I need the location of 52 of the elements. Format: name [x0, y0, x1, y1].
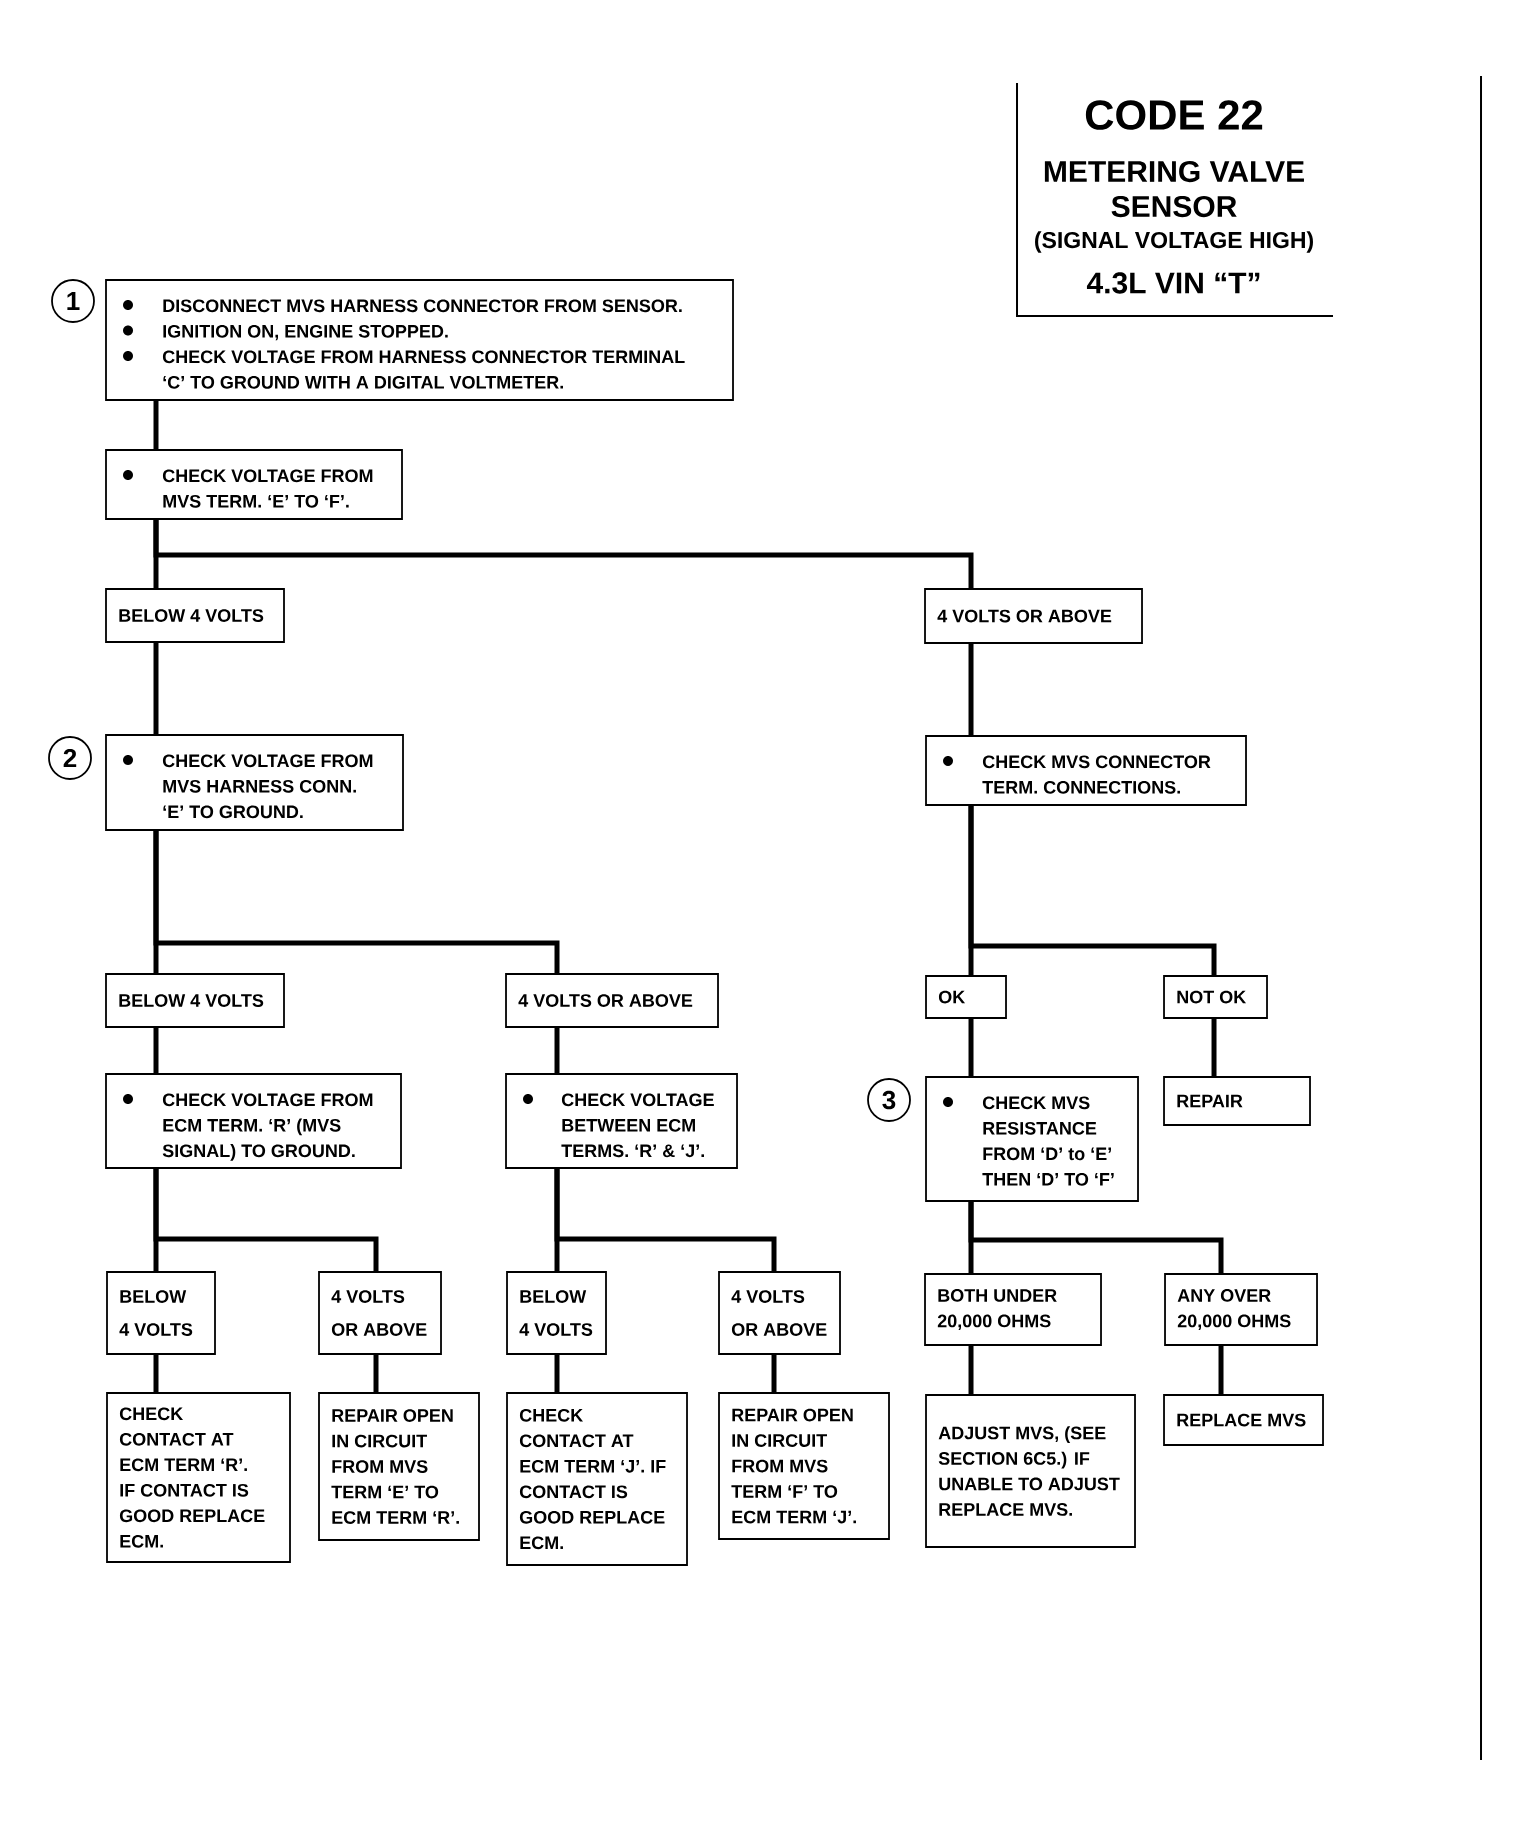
- subtitle: (SIGNAL VOLTAGE HIGH): [1035, 231, 1313, 253]
- action-box: REPAIR: [1163, 1076, 1311, 1126]
- callout-number: 1: [51, 279, 95, 323]
- subtitle: 4.3L VIN “T”: [1086, 272, 1260, 294]
- result-box: 4 VOLTS OR ABOVE: [318, 1271, 442, 1355]
- connector-line: [771, 1354, 777, 1393]
- action-box: CHECK CONTACT AT ECM TERM ‘R’. IF CONTACT IS GOOD REPLACE ECM.: [106, 1392, 291, 1563]
- connector-line: [968, 805, 1217, 976]
- callout-number: 2: [48, 736, 92, 780]
- result-box: BELOW 4 VOLTS: [105, 973, 285, 1028]
- connector-line: [153, 400, 159, 450]
- connector-line: [153, 830, 560, 974]
- connector-line: [968, 1018, 974, 1077]
- connector-line: [153, 519, 974, 589]
- connector-line: [554, 1354, 560, 1393]
- connector-line: [1211, 1018, 1217, 1077]
- callout-number: 3: [867, 1078, 911, 1122]
- step-box: DISCONNECT MVS HARNESS CONNECTOR FROM SENSOR. IGNITION ON, ENGINE STOPPED. CHECK VOLTAGE FROM HARNESS CONNECTOR TERMINAL ‘C’ TO GROUND WITH A DIGITAL VOLTMETER.: [105, 279, 734, 401]
- step-box: CHECK VOLTAGE FROM MVS TERM. ‘E’ TO ‘F’.: [105, 449, 403, 520]
- subtitle: METERING VALVE SENSOR: [1044, 160, 1304, 218]
- connector-line: [373, 1354, 379, 1393]
- step-box: CHECK VOLTAGE BETWEEN ECM TERMS. ‘R’ & ‘J’.: [505, 1073, 738, 1169]
- connector-line: [153, 1168, 379, 1272]
- result-box: ANY OVER 20,000 OHMS: [1164, 1273, 1318, 1346]
- connector-line: [153, 642, 159, 735]
- connector-line: [968, 1345, 974, 1395]
- result-box: 4 VOLTS OR ABOVE: [505, 973, 719, 1028]
- title: CODE 22: [1085, 100, 1263, 130]
- action-box: REPAIR OPEN IN CIRCUIT FROM MVS TERM ‘E’ TO ECM TERM ‘R’.: [318, 1392, 480, 1541]
- action-box: CHECK CONTACT AT ECM TERM ‘J’. IF CONTACT IS GOOD REPLACE ECM.: [506, 1392, 688, 1566]
- connector-line: [153, 1354, 159, 1393]
- result-box: OK: [925, 975, 1007, 1019]
- result-box: NOT OK: [1163, 975, 1268, 1019]
- result-box: BOTH UNDER 20,000 OHMS: [924, 1273, 1102, 1346]
- step-box: CHECK VOLTAGE FROM ECM TERM. ‘R’ (MVS SIGNAL) TO GROUND.: [105, 1073, 402, 1169]
- result-box: BELOW 4 VOLTS: [506, 1271, 607, 1355]
- connector-line: [153, 1027, 159, 1074]
- result-box: BELOW 4 VOLTS: [105, 588, 285, 643]
- connector-line: [1218, 1345, 1224, 1395]
- action-box: ADJUST MVS, (SEE SECTION 6C5.) IF UNABLE TO ADJUST REPLACE MVS.: [925, 1394, 1136, 1548]
- connector-line: [554, 1027, 560, 1074]
- connector-line: [968, 1201, 1224, 1274]
- step-box: CHECK VOLTAGE FROM MVS HARNESS CONN. ‘E’ TO GROUND.: [105, 734, 404, 831]
- action-box: REPAIR OPEN IN CIRCUIT FROM MVS TERM ‘F’ TO ECM TERM ‘J’.: [718, 1392, 890, 1540]
- result-box: 4 VOLTS OR ABOVE: [924, 588, 1143, 644]
- result-box: BELOW 4 VOLTS: [106, 1271, 216, 1355]
- connector-line: [554, 1168, 777, 1272]
- step-box: CHECK MVS RESISTANCE FROM ‘D’ to ‘E’ THEN ‘D’ TO ‘F’: [925, 1076, 1139, 1202]
- result-box: 4 VOLTS OR ABOVE: [718, 1271, 841, 1355]
- step-box: CHECK MVS CONNECTOR TERM. CONNECTIONS.: [925, 735, 1247, 806]
- action-box: REPLACE MVS: [1163, 1394, 1324, 1446]
- connector-line: [968, 643, 974, 736]
